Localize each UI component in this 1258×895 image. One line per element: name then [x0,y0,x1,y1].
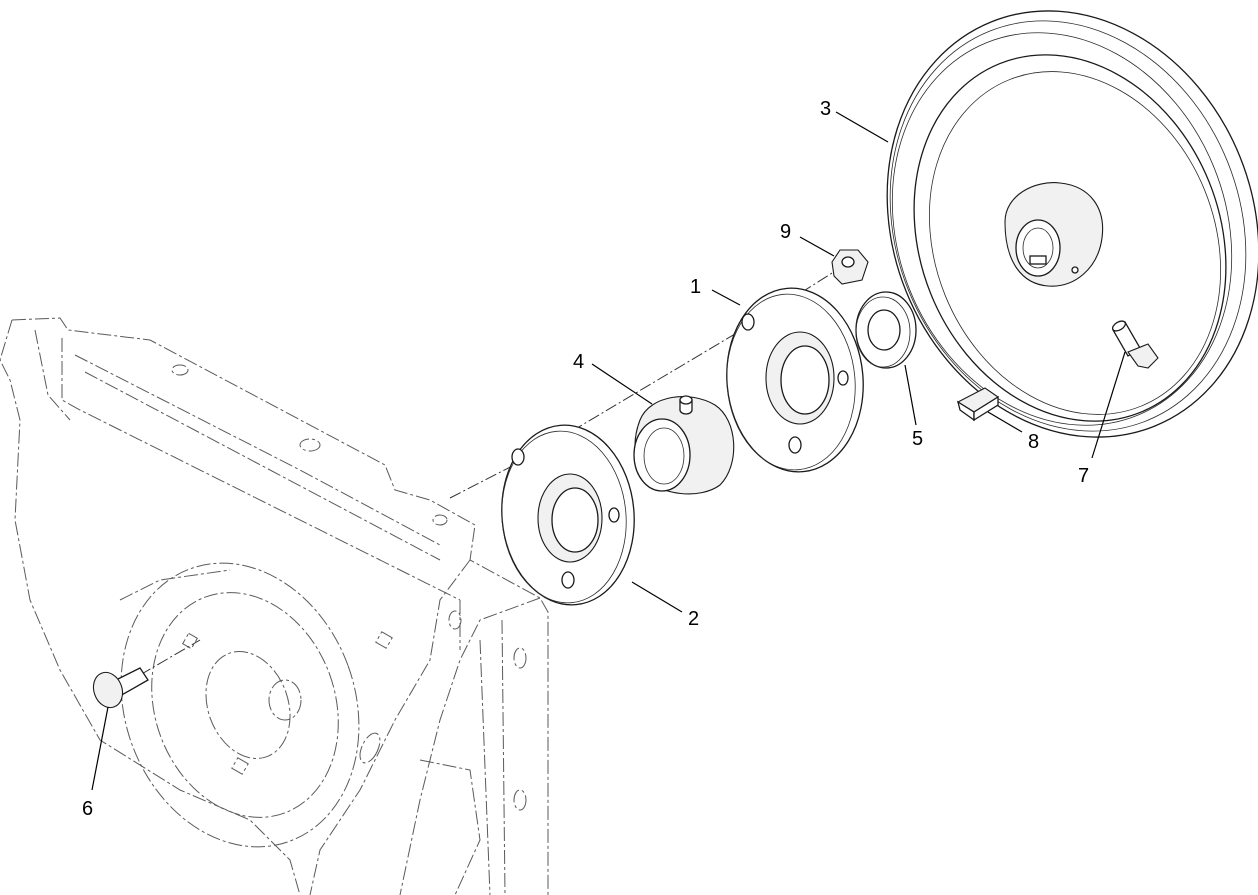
part-5-washer [855,291,917,369]
callout-9: 9 [780,221,791,243]
part-1-flange [726,287,864,473]
phantom-housing [0,317,549,895]
callout-7: 7 [1078,465,1089,487]
part-8-key [956,387,1000,422]
leader-lines [91,111,1126,791]
part-3-pulley [886,10,1258,438]
leader-4 [591,363,653,405]
part-2-flange [501,424,635,606]
callout-6: 6 [82,798,93,820]
leader-9 [799,236,835,257]
part-7-set-screw [1111,320,1159,369]
callout-1: 1 [690,276,701,298]
part-6-bolt [92,667,149,709]
part-9-nut [831,249,869,285]
leader-2 [631,581,683,613]
callout-3: 3 [820,98,831,120]
leader-8 [987,411,1023,433]
callout-4: 4 [573,351,584,373]
callout-labels: 1 2 3 4 5 6 7 8 9 [82,98,1089,820]
leader-7 [1091,351,1126,459]
leader-3 [835,111,889,143]
callout-2: 2 [688,608,699,630]
callout-5: 5 [912,428,923,450]
part-4-bearing [633,395,735,495]
leader-5 [904,364,917,426]
callout-8: 8 [1028,431,1039,453]
leader-6 [91,706,109,791]
leader-1 [711,289,741,306]
